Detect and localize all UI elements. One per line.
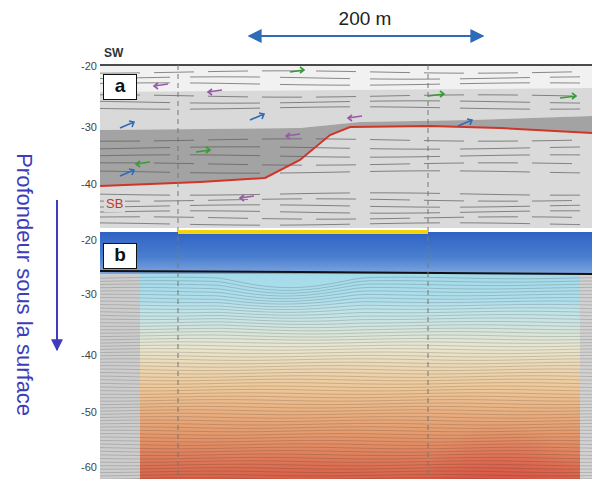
seismic-reflector — [100, 400, 592, 402]
seismic-reflector — [100, 328, 592, 331]
onlap-arrows — [120, 67, 576, 201]
reflector-line — [100, 107, 580, 109]
seismic-reflector — [100, 420, 592, 422]
depth-tick: -30 — [81, 121, 97, 134]
scale-label: 200 m — [339, 8, 392, 30]
reflector-line — [100, 193, 580, 195]
seismic-reflector — [100, 379, 592, 381]
reflector-line — [100, 95, 580, 97]
seismic-reflector — [100, 410, 592, 412]
seismic-reflector — [100, 359, 592, 361]
seismic-reflector — [100, 318, 592, 321]
seismic-reflector — [100, 338, 592, 340]
reflector-line — [100, 139, 580, 141]
depth-arrow — [56, 200, 58, 350]
seismic-reflector — [100, 349, 592, 351]
seismic-reflector — [100, 386, 592, 388]
seismic-reflector — [100, 393, 592, 395]
dashed-guide — [428, 65, 429, 479]
reflector-line — [100, 205, 580, 207]
panel-letter: b — [104, 244, 136, 266]
seismic-reflector — [100, 417, 592, 419]
depth-tick: -50 — [81, 406, 97, 419]
reflector-line — [100, 163, 580, 165]
seismic-reflector — [100, 342, 592, 344]
seismic-reflector — [100, 444, 592, 446]
seismic-reflector — [100, 471, 592, 473]
seismic-reflector — [100, 454, 592, 456]
depth-tick: -30 — [81, 288, 97, 301]
dashed-guide — [178, 65, 179, 479]
seismic-reflector — [100, 369, 592, 371]
depth-tick: -40 — [81, 178, 97, 191]
reflector-line — [100, 147, 580, 149]
seismic-reflector — [100, 430, 592, 432]
seismic-reflector — [100, 461, 592, 463]
seismic-reflector — [100, 468, 592, 470]
seismic-reflector — [100, 427, 592, 429]
seismic-reflector — [100, 464, 592, 466]
highlight-bar — [178, 230, 428, 234]
seismic-reflector — [100, 406, 592, 408]
seismic-reflector — [100, 366, 592, 368]
horizon-label: SB — [104, 197, 125, 212]
depth-tick: -60 — [81, 461, 97, 474]
reflector-line — [100, 171, 580, 173]
seismic-panel — [100, 232, 592, 479]
seismic-reflector — [100, 396, 592, 398]
seismic-reflector — [100, 423, 592, 425]
seismic-reflector — [100, 383, 592, 385]
seismic-reflector — [100, 474, 592, 476]
reflector-line — [100, 223, 580, 225]
seismic-reflector — [100, 304, 592, 309]
direction-label: SW — [104, 47, 123, 61]
seismic-reflector — [100, 372, 592, 374]
seismic-reflector — [100, 332, 592, 334]
seismic-reflector — [100, 362, 592, 364]
seismic-reflector — [100, 434, 592, 436]
seismic-reflector — [100, 451, 592, 453]
seismic-reflector — [100, 413, 592, 415]
panel-letter: a — [104, 75, 136, 97]
seismic-reflector — [100, 447, 592, 449]
seismic-reflector — [100, 478, 592, 479]
seismic-reflector — [100, 389, 592, 391]
seismic-reflector — [100, 325, 592, 328]
depth-tick: -40 — [81, 349, 97, 362]
scale-arrow — [249, 35, 483, 37]
panel-label-box: b — [103, 243, 137, 269]
seismic-reflector — [100, 376, 592, 378]
seismic-reflector — [100, 457, 592, 459]
depth-tick: -20 — [81, 234, 97, 247]
seismic-reflector — [100, 352, 592, 354]
reflector-line — [100, 77, 580, 79]
reflector-line — [100, 71, 580, 73]
axis-title: Profondeur sous la surface — [11, 154, 36, 417]
seismic-reflector — [100, 321, 592, 324]
reflector-line — [100, 155, 580, 157]
reflector-line — [100, 199, 580, 201]
reflector-line — [100, 217, 580, 219]
reflector-line — [100, 101, 580, 103]
seismic-reflector — [100, 315, 592, 319]
seismic-reflector — [100, 437, 592, 439]
depth-tick: -20 — [81, 60, 97, 73]
seismic-reflector — [100, 403, 592, 405]
seismic-reflector — [100, 440, 592, 442]
seismic-reflector — [100, 345, 592, 347]
reflector-line — [100, 211, 580, 213]
panel-label-box: a — [103, 74, 137, 100]
seismic-reflector — [100, 355, 592, 357]
interpretation-panel — [100, 65, 592, 228]
reflector-line — [100, 83, 580, 85]
seismic-reflector — [100, 335, 592, 337]
